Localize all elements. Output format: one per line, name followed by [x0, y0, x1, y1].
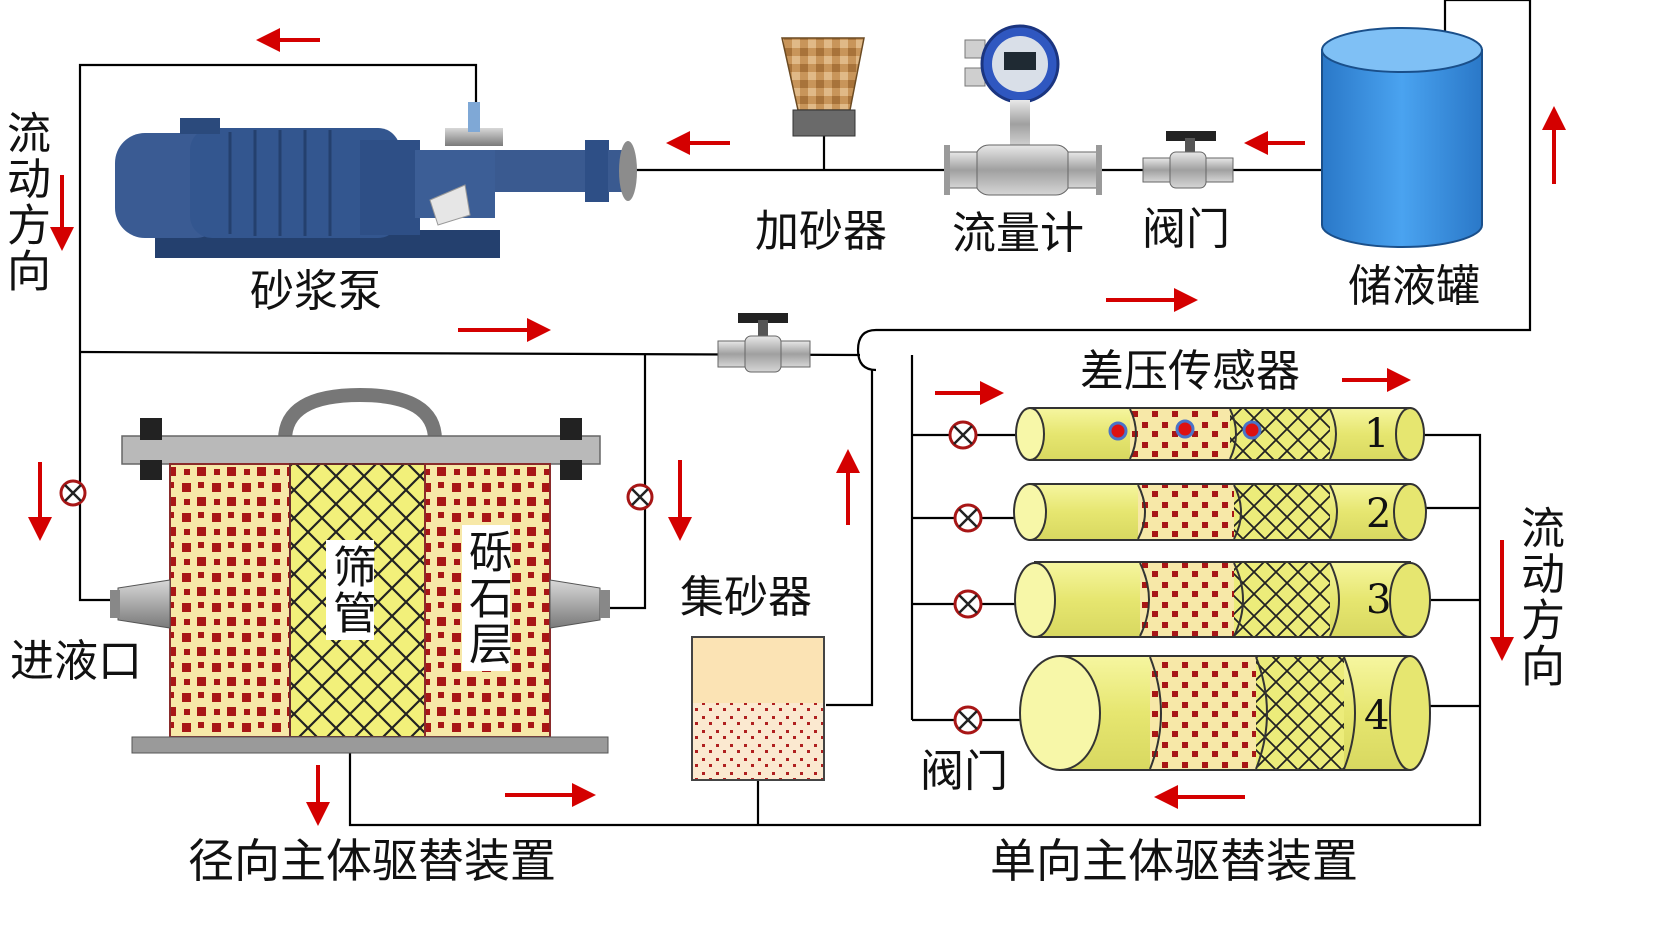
tube-number-1: 1: [1364, 411, 1390, 457]
label-flowmeter: 流量计: [952, 208, 1084, 259]
linear-tube-4: [1019, 655, 1431, 771]
sand-adder: [781, 37, 865, 137]
flowmeter: [944, 24, 1102, 196]
valve-symbol: [953, 503, 983, 533]
tube-number-4: 4: [1364, 693, 1390, 739]
tube-number-2: 2: [1366, 491, 1392, 537]
label-screen-tube: 筛管: [325, 540, 376, 640]
sand-pump: [115, 102, 637, 258]
sand-collector: [691, 636, 825, 781]
valve-symbol: [59, 479, 87, 507]
label-valve-top: 阀门: [1142, 204, 1230, 255]
valve-symbol: [948, 420, 978, 450]
label-dp-sensor: 差压传感器: [1080, 346, 1300, 397]
label-flow-direction-right: 流动方向: [1513, 505, 1564, 689]
small-valves: [59, 420, 983, 735]
label-uni-device: 单向主体驱替装置: [990, 834, 1358, 888]
valve-symbol: [953, 589, 983, 619]
liquid-tank: [1321, 27, 1483, 248]
label-tank: 储液罐: [1348, 261, 1480, 312]
label-sand-adder: 加砂器: [755, 206, 887, 257]
valve-middle: [717, 313, 811, 373]
linear-tube-3: [1014, 561, 1431, 638]
label-sand-pump: 砂浆泵: [250, 266, 382, 317]
linear-tube-1: [1015, 407, 1425, 461]
flow-arrows: [28, 28, 1566, 826]
tube-number-3: 3: [1366, 577, 1392, 623]
valve-symbol: [953, 705, 983, 735]
valve-symbol: [626, 483, 654, 511]
label-inlet: 进液口: [10, 636, 142, 687]
label-radial-device: 径向主体驱替装置: [188, 834, 556, 888]
linear-tube-2: [1013, 483, 1427, 541]
valve-top: [1142, 131, 1234, 189]
label-flow-direction-left: 流动方向: [0, 110, 50, 294]
label-gravel-layer: 砾石层: [461, 525, 512, 671]
label-sand-collector: 集砂器: [680, 572, 812, 623]
label-valve-bottom: 阀门: [920, 746, 1008, 797]
